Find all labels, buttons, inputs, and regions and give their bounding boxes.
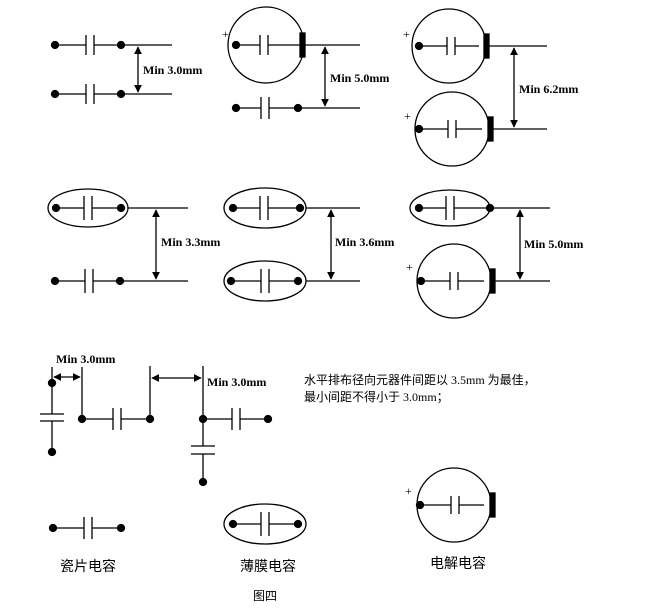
ceramic-capacitor-vertical — [40, 378, 64, 457]
electrolytic-capacitor-top — [411, 8, 490, 84]
spacing-note-line1: 水平排布径向元器件间距以 3.5mm 为最佳， — [304, 372, 536, 387]
legend-label-electrolytic: 电解电容 — [430, 555, 486, 572]
legend-film-symbol — [223, 503, 307, 545]
electrolytic-capacitor — [416, 243, 496, 319]
polarity-plus-icon: + — [222, 27, 229, 41]
dimension-row2-film-pair — [306, 207, 360, 282]
ceramic-capacitor — [50, 269, 125, 293]
ceramic-capacitor — [231, 97, 303, 119]
dimension-row1-electrolytic — [489, 45, 547, 130]
legend-label-ceramic: 瓷片电容 — [60, 558, 116, 575]
film-capacitor-top — [223, 187, 307, 229]
film-capacitor — [409, 189, 495, 227]
legend-ceramic-symbol — [48, 517, 126, 539]
dim-label-row3-right: Min 3.0mm — [207, 375, 266, 389]
film-capacitor — [47, 188, 129, 228]
polarity-plus-icon: + — [403, 27, 410, 41]
dim-label-row1-electrolytic: Min 6.2mm — [519, 82, 578, 96]
figure-caption: 图四 — [253, 589, 277, 603]
dimension-row1-ceramic — [121, 44, 172, 95]
film-capacitor-bottom — [223, 260, 307, 302]
polarity-plus-icon: + — [406, 260, 413, 274]
ceramic-capacitor-vertical — [191, 414, 215, 487]
ceramic-capacitor-top — [50, 35, 126, 55]
dim-label-row2-film: Min 3.3mm — [161, 235, 220, 249]
dimension-row2-film — [120, 207, 188, 282]
dimension-row1-mixed — [298, 44, 360, 109]
dim-label-row1-mixed: Min 5.0mm — [330, 71, 389, 85]
dim-label-row2-film-pair: Min 3.6mm — [335, 235, 394, 249]
ceramic-capacitor-horizontal — [203, 408, 273, 430]
spacing-note-line2: 最小间距不得小于 3.0mm； — [304, 389, 449, 404]
dim-label-row3-left: Min 3.0mm — [56, 352, 115, 366]
polarity-plus-icon: + — [404, 109, 411, 123]
dim-label-row2-electrolytic: Min 5.0mm — [524, 237, 583, 251]
electrolytic-capacitor-bottom — [414, 91, 494, 167]
legend-electrolytic-symbol — [415, 467, 496, 543]
ceramic-capacitor-horizontal — [77, 408, 155, 430]
dimension-row3-left — [51, 367, 83, 416]
dimension-row2-electrolytic — [490, 207, 550, 282]
ceramic-capacitor-bottom — [50, 84, 126, 104]
electrolytic-capacitor — [227, 6, 306, 84]
dimension-row3-right — [149, 366, 204, 419]
polarity-plus-icon: + — [405, 484, 412, 498]
dim-label-row1-ceramic: Min 3.0mm — [143, 63, 202, 77]
legend-label-film: 薄膜电容 — [240, 558, 296, 575]
